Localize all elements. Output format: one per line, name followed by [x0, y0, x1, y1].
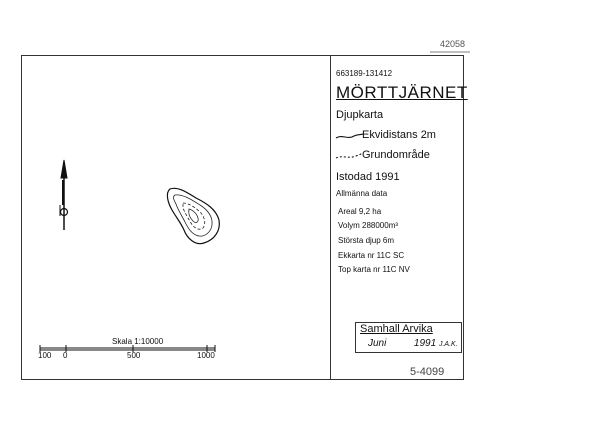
fact-economic-map: Ekkarta nr 11C SC	[338, 251, 405, 260]
lake-code: 663189-131412	[336, 69, 393, 78]
scale-label: Skala 1:10000	[112, 337, 164, 346]
scale-tick-0: 0	[63, 351, 68, 360]
shallow-line-icon	[335, 152, 364, 159]
revision-note: Istodad 1991	[336, 171, 400, 183]
stamp-initials: J.A.K.	[438, 341, 458, 348]
stamp-date: Juni 1991 J.A.K.	[368, 339, 458, 349]
stamp-month: Juni	[368, 338, 387, 349]
stamp-place: Samhall Arvika	[360, 323, 433, 335]
map-frame	[21, 55, 464, 380]
lake-name: MÖRTTJÄRNET	[336, 83, 468, 102]
contour-legend-label: Ekvidistans 2m	[362, 129, 436, 141]
producer-stamp	[355, 322, 462, 353]
fact-max-depth: Största djup 6m	[338, 236, 395, 245]
contour-line-icon	[335, 133, 364, 139]
lake-outline	[166, 187, 220, 245]
scale-tick-500: 500	[127, 351, 141, 360]
map-type: Djupkarta	[336, 109, 384, 121]
fact-topo-map: Top karta nr 11C NV	[338, 265, 410, 274]
scale-bar	[39, 345, 216, 352]
sheet-reference-bottom: 5-4099	[410, 366, 445, 378]
legend-divider	[330, 55, 331, 380]
north-arrow-icon	[59, 159, 69, 230]
shallow-legend-label: Grundområde	[362, 149, 430, 161]
fact-area: Areal 9,2 ha	[338, 207, 382, 216]
sheet-reference-top: 42058	[440, 39, 466, 49]
facts-title: Allmänna data	[336, 189, 388, 198]
stamp-year: 1991	[413, 338, 437, 349]
scale-tick-100: 100	[38, 351, 52, 360]
depth-contours	[173, 194, 213, 237]
scale-tick-1000: 1000	[197, 351, 215, 360]
fact-volume: Volym 288000m³	[338, 221, 399, 230]
